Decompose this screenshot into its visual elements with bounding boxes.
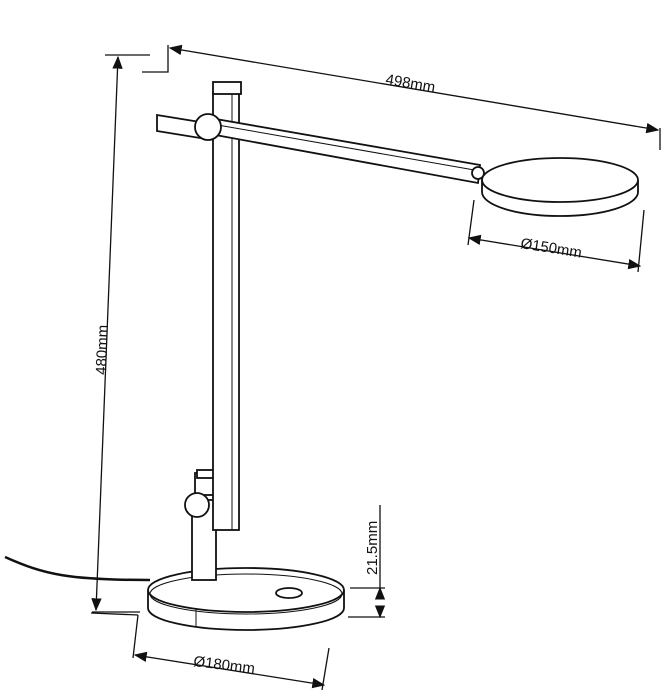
vertical-pole xyxy=(212,81,242,531)
height-dimension: 480mm xyxy=(91,54,150,613)
base-diameter-label: Ø180mm xyxy=(193,653,256,677)
height-label: 480mm xyxy=(93,325,112,376)
touch-button xyxy=(275,587,303,599)
lamp-head xyxy=(481,157,639,217)
base-height-dimension: 21.5mm xyxy=(348,505,386,619)
head-diameter-label: Ø150mm xyxy=(519,235,583,261)
width-label: 498mm xyxy=(384,71,436,96)
lamp-base xyxy=(147,567,345,631)
horizontal-arm xyxy=(156,113,485,185)
lower-joint xyxy=(184,469,218,518)
base-height-label: 21.5mm xyxy=(364,521,381,575)
power-cable xyxy=(4,555,151,582)
